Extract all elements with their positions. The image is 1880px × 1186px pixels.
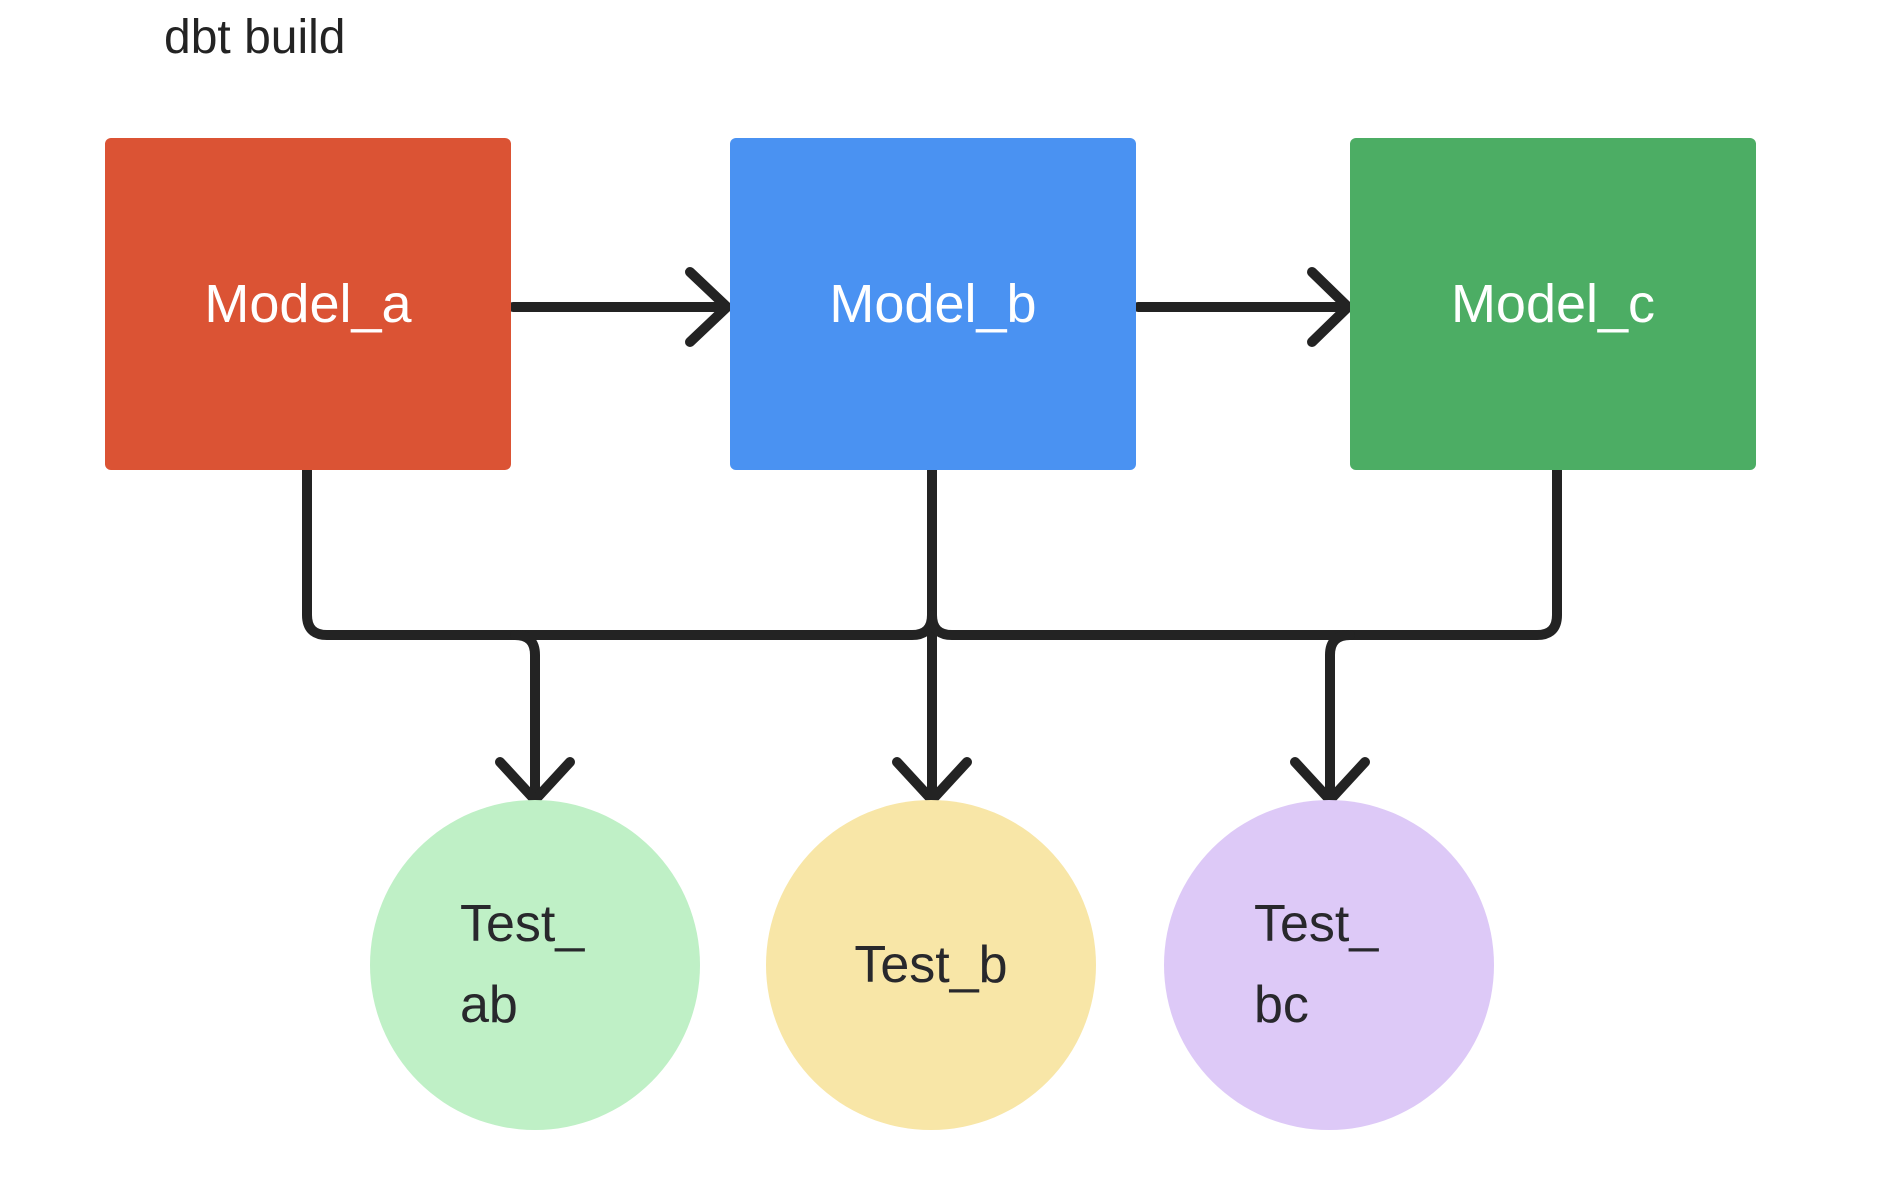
diagram-title: dbt build — [164, 11, 346, 64]
node-model-a-label: Model_a — [204, 274, 412, 334]
node-test-ab[interactable]: Test_ab — [370, 800, 700, 1130]
node-test-bc[interactable]: Test_bc — [1164, 800, 1494, 1130]
node-test-ab-label: Test_ab — [460, 895, 585, 1034]
node-model-c[interactable]: Model_c — [1350, 138, 1756, 470]
node-model-b[interactable]: Model_b — [730, 138, 1136, 470]
edge-model-c-to-test-bc — [1345, 465, 1562, 640]
edge-model-b-to-model-c — [1133, 267, 1353, 347]
node-model-c-label: Model_c — [1450, 274, 1656, 334]
node-test-b-label: Test_b — [854, 935, 1008, 994]
edge-drop-test-bc — [1290, 630, 1370, 805]
edge-drop-test-ab — [495, 630, 575, 805]
node-test-bc-label: Test_bc — [1254, 895, 1379, 1034]
node-model-b-label: Model_b — [829, 274, 1037, 334]
edge-model-a-to-model-b — [508, 267, 732, 347]
edge-bus-left — [510, 610, 937, 640]
node-model-a[interactable]: Model_a — [105, 138, 511, 470]
edge-model-a-to-test-ab — [302, 465, 520, 640]
edge-bus-right — [927, 610, 1355, 640]
node-test-b[interactable]: Test_b — [766, 800, 1096, 1130]
